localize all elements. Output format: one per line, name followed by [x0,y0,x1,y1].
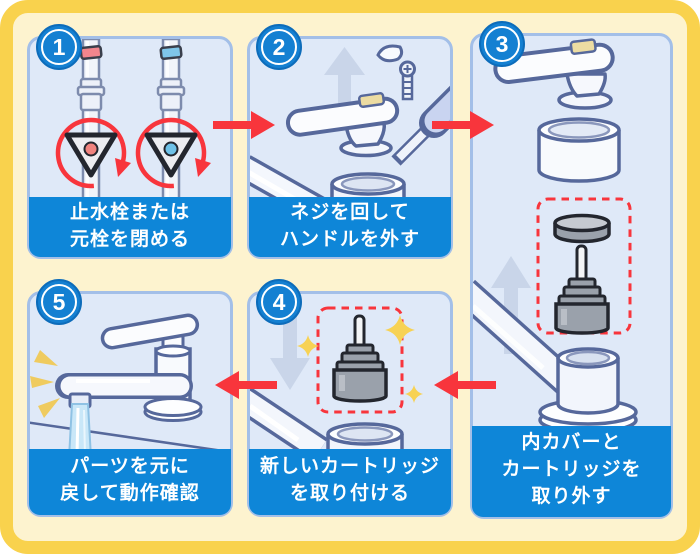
old-cartridge-icon [554,244,610,335]
step-caption: 止水栓または 元栓を閉める [29,197,231,257]
counter-line [30,421,230,454]
step-caption: ネジを回して ハンドルを外す [249,197,451,257]
cold-stop-valve-icon [135,39,211,204]
sparkle-icon [404,384,424,404]
step-panel-4: 4 [247,279,453,517]
step-number-badge: 1 [36,24,82,70]
splash-emphasis-icon [30,350,60,418]
screw-cover-icon [569,38,597,55]
step-number-badge: 3 [479,21,525,67]
cold-dot-icon [163,141,179,157]
flow-arrow-1-to-2 [213,108,277,142]
hot-stop-valve-icon [55,39,131,204]
rotate-clockwise-arrow-icon [55,117,127,189]
left-arrow-icon [215,371,277,399]
sparkle-icon [296,334,320,358]
test-faucet-illustration [30,313,230,458]
faucet-spout [473,279,584,400]
left-arrow-icon [434,371,496,399]
flow-arrow-3-to-4 [432,368,496,402]
rotate-arrowhead-icon [195,158,211,177]
step-panel-1: 1 [27,24,233,259]
screw-icon [399,60,416,101]
remove-cartridge-illustration [473,38,638,434]
lever-handle-icon [100,313,200,350]
faucet-handle-icon [493,38,615,110]
right-arrow-icon [213,111,275,139]
flow-arrow-4-to-5 [213,368,277,402]
rotate-arrowhead-icon [115,158,131,177]
step-caption: パーツを元に 戻して動作確認 [29,449,231,515]
running-water-icon [67,403,93,458]
cold-clip-icon [159,44,183,61]
screw-cover-icon [358,92,386,108]
step-caption: 内カバーと カートリッジを 取り外す [472,426,671,517]
new-cartridge-icon [332,314,388,403]
inner-cover-icon [537,117,621,183]
hot-dot-icon [83,141,99,157]
hot-clip-icon [79,44,103,61]
step-number-badge: 5 [36,279,82,325]
stop-valves-illustration [55,39,211,204]
faucet-handle-icon [285,92,400,158]
step-panel-2: 2 [247,24,453,259]
step-panel-3: 3 [470,21,673,519]
assembled-faucet-icon [55,313,203,422]
sparkle-icon [385,315,415,345]
flow-arrow-2-to-3 [432,108,496,142]
step-panel-5: 5 [27,279,233,517]
step-number-badge: 4 [256,279,302,325]
handle-cap-icon [376,44,404,63]
cover-disc-icon [553,213,611,244]
step-number-badge: 2 [256,24,302,70]
right-arrow-icon [432,111,494,139]
red-dashed-highlight-box [316,306,404,414]
faucet-spout [250,386,328,456]
step-caption: 新しいカートリッジ を取り付ける [249,449,451,515]
